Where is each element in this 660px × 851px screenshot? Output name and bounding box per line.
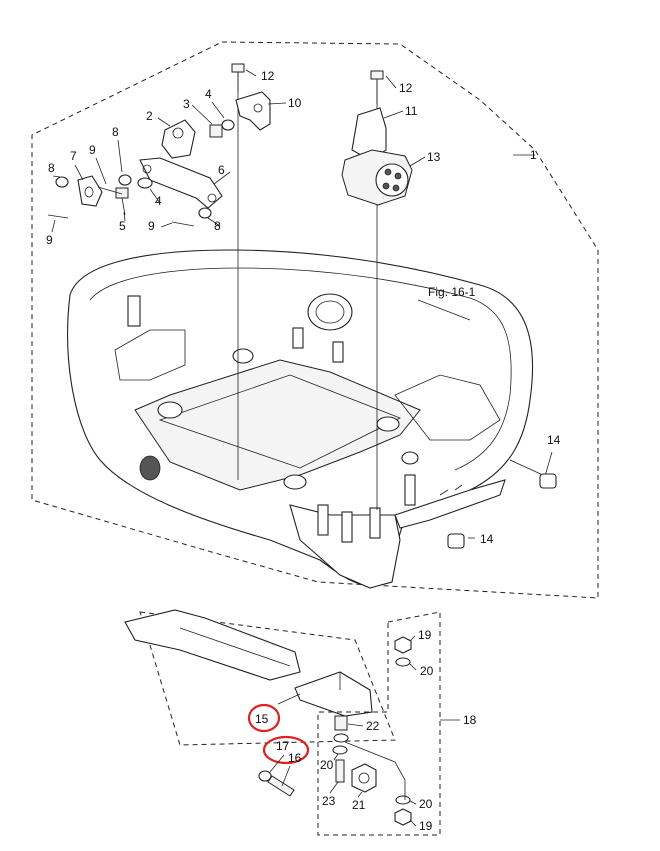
callout-label: 14 (547, 433, 561, 447)
callout-label: 3 (183, 97, 190, 111)
callout-label: 12 (399, 81, 413, 95)
callout-label: 20 (420, 664, 434, 678)
grommet-plugs (447, 473, 557, 549)
callout-label: 5 (119, 219, 126, 233)
highlight-circle-17 (262, 735, 310, 765)
callout-label: 19 (418, 628, 432, 642)
callout-label: 7 (70, 149, 77, 163)
callout-label: 17 (276, 739, 290, 753)
subassembly-18 (317, 611, 460, 836)
callout-label: 10 (288, 96, 302, 110)
callout-label: 20 (320, 758, 334, 772)
callout-label: 14 (480, 532, 494, 546)
lower-bracket-assembly (124, 609, 396, 797)
callout-label: 11 (405, 104, 418, 118)
callout-label: 15 (255, 712, 269, 726)
callout-label: 9 (89, 143, 96, 157)
callout-label: 23 (322, 794, 336, 808)
callout-label: 4 (205, 87, 212, 101)
callout-label: 6 (218, 163, 225, 177)
callout-label: 8 (214, 219, 221, 233)
throttle-linkage-parts (47, 63, 413, 227)
highlight-markers (247, 703, 310, 765)
callout-label: 12 (261, 69, 275, 83)
callout-labels: 1 2 3 4 4 5 6 7 8 8 8 9 9 9 10 11 12 12 … (46, 69, 561, 833)
callout-label: 16 (288, 751, 302, 765)
callout-label: 2 (146, 109, 153, 123)
callout-label: 8 (48, 161, 55, 175)
callout-label: 8 (112, 125, 119, 139)
callout-label: 21 (352, 798, 366, 812)
callout-label: 13 (427, 150, 441, 164)
callout-label: 19 (419, 819, 433, 833)
callout-label: 22 (366, 719, 380, 733)
assembly-boundary-1 (31, 41, 599, 599)
callout-label: 9 (46, 233, 53, 247)
highlight-circle-15 (247, 703, 281, 733)
figure-reference: Fig. 16-1 (428, 285, 476, 299)
callout-label: 20 (419, 797, 433, 811)
callout-label: 18 (463, 713, 477, 727)
callout-leaders (51, 69, 426, 827)
callout-label: 9 (148, 219, 155, 233)
bottom-cowling (67, 249, 534, 589)
callout-label: 1 (530, 148, 537, 162)
